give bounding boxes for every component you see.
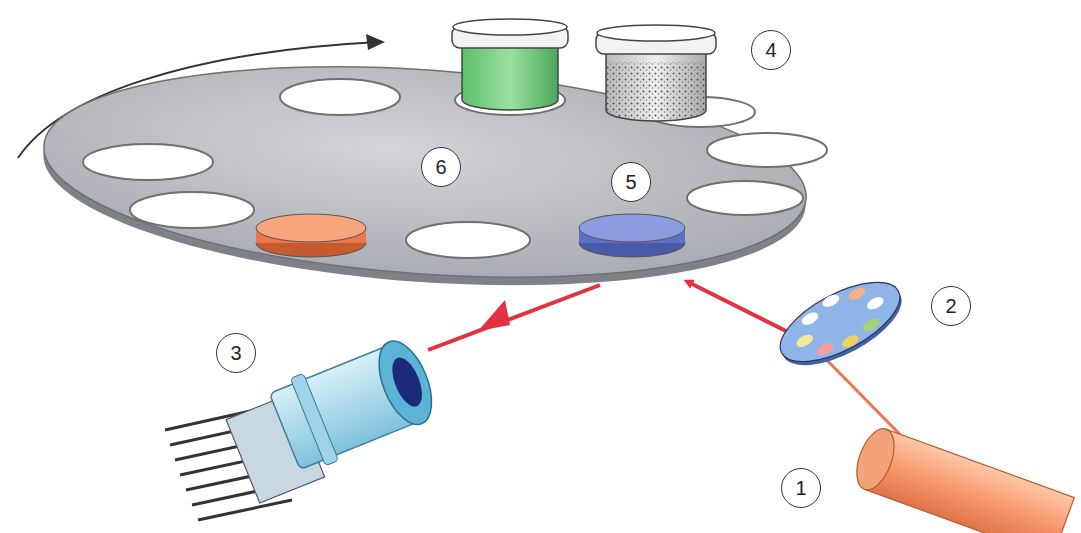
callout-number: 5	[611, 162, 651, 202]
callout-number: 6	[421, 147, 461, 187]
callout-number: 3	[216, 333, 256, 373]
callout-number: 2	[931, 286, 971, 326]
callout-number: 4	[751, 30, 791, 70]
callout-number: 1	[781, 468, 821, 508]
